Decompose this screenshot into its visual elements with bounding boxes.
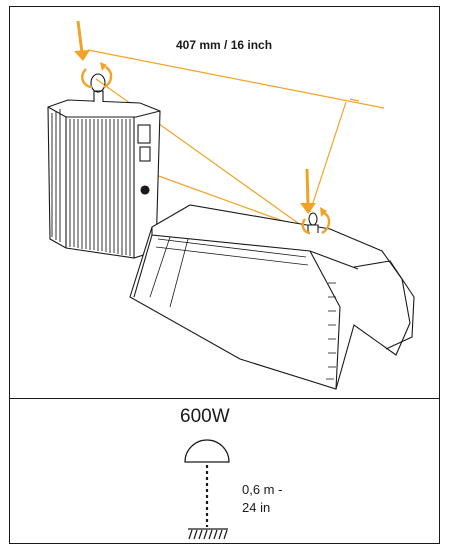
lamp-dome-icon — [184, 439, 230, 463]
section-divider — [9, 398, 440, 399]
rotate-arrow-icon — [81, 62, 331, 235]
ballast-unit-illustration — [47, 73, 161, 259]
ground-hatch-icon — [188, 528, 228, 540]
down-arrow-icon — [74, 20, 316, 214]
mounting-illustration — [47, 20, 415, 390]
distance-imperial: 24 in — [242, 500, 271, 515]
dimension-label: 407 mm / 16 inch — [176, 38, 273, 52]
lamp-wattage: 600W — [180, 406, 230, 427]
reflector-illustration — [129, 204, 415, 390]
distance-metric: 0,6 m - — [242, 482, 283, 497]
distance-diagram — [184, 439, 230, 540]
